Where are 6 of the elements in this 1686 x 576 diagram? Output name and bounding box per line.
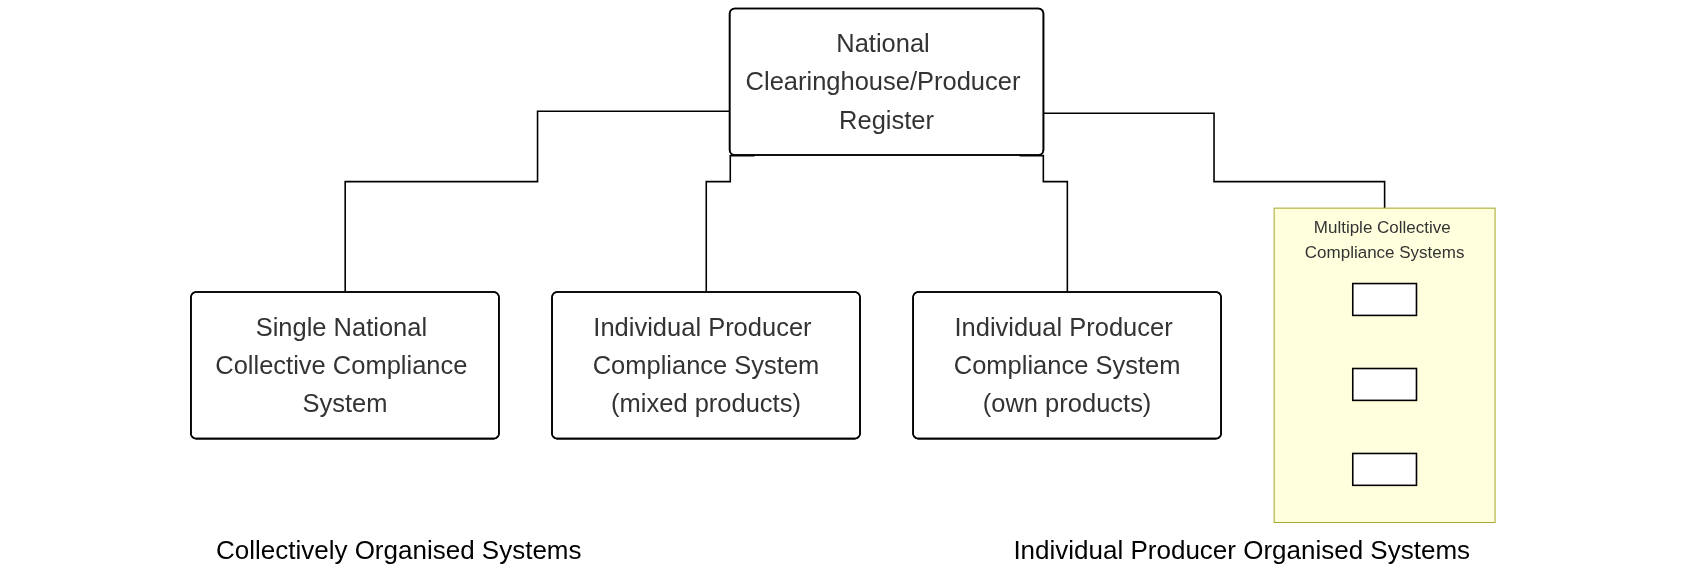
- cluster: Multiple Collective Compliance Systems: [1273, 207, 1496, 524]
- group-caption: Individual Producer Organised Systems: [1013, 535, 1471, 566]
- node-box: [1351, 367, 1418, 402]
- node-box: [1351, 282, 1418, 317]
- group-caption: Collectively Organised Systems: [215, 535, 582, 566]
- node-box: [1351, 452, 1418, 487]
